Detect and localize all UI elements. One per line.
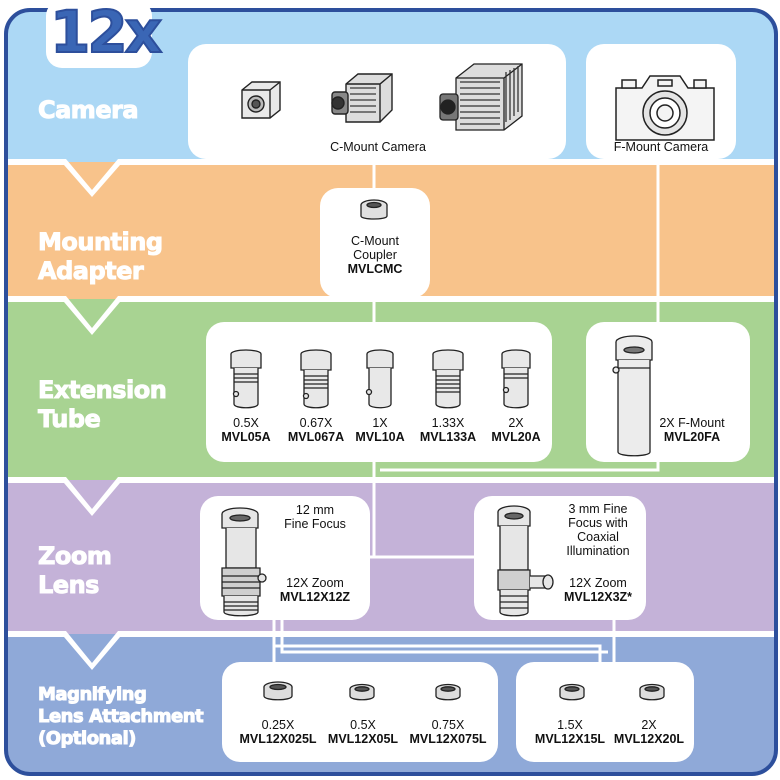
tube-icon-133 bbox=[432, 349, 464, 409]
attachment-icon-025 bbox=[263, 681, 293, 701]
zoom-lens-12z-icon bbox=[221, 507, 267, 617]
mid-camera-icon bbox=[331, 73, 393, 123]
attachment-icon-2x bbox=[639, 683, 665, 701]
small-camera-icon bbox=[241, 81, 281, 119]
tube-icon-05 bbox=[230, 349, 262, 409]
coupler-icon bbox=[360, 199, 388, 220]
tube-icon-067 bbox=[300, 349, 332, 409]
attachment-icon-15 bbox=[559, 683, 585, 701]
zoom-badge-background bbox=[46, 0, 152, 68]
attachments-right-box bbox=[516, 662, 694, 762]
zoom-badge: 12x bbox=[49, 0, 163, 67]
tube-icon-1x bbox=[365, 349, 394, 409]
stage-label-camera: Camera bbox=[37, 96, 139, 125]
f-mount-camera-icon bbox=[615, 75, 715, 141]
large-camera-icon bbox=[439, 63, 523, 131]
band-separators bbox=[8, 159, 774, 670]
c-mount-camera-label: C-Mount Camera bbox=[330, 140, 426, 154]
f-mount-tube-icon bbox=[612, 335, 653, 457]
tube-icon-2x bbox=[501, 349, 531, 409]
zoom-lens-3z-icon bbox=[497, 505, 554, 617]
attachments-left-box bbox=[222, 662, 498, 762]
f-mount-tube-box bbox=[586, 322, 750, 462]
f-mount-camera-label: F-Mount Camera bbox=[613, 140, 709, 154]
attachment-icon-05 bbox=[349, 683, 375, 701]
attachment-icon-075 bbox=[435, 683, 461, 701]
